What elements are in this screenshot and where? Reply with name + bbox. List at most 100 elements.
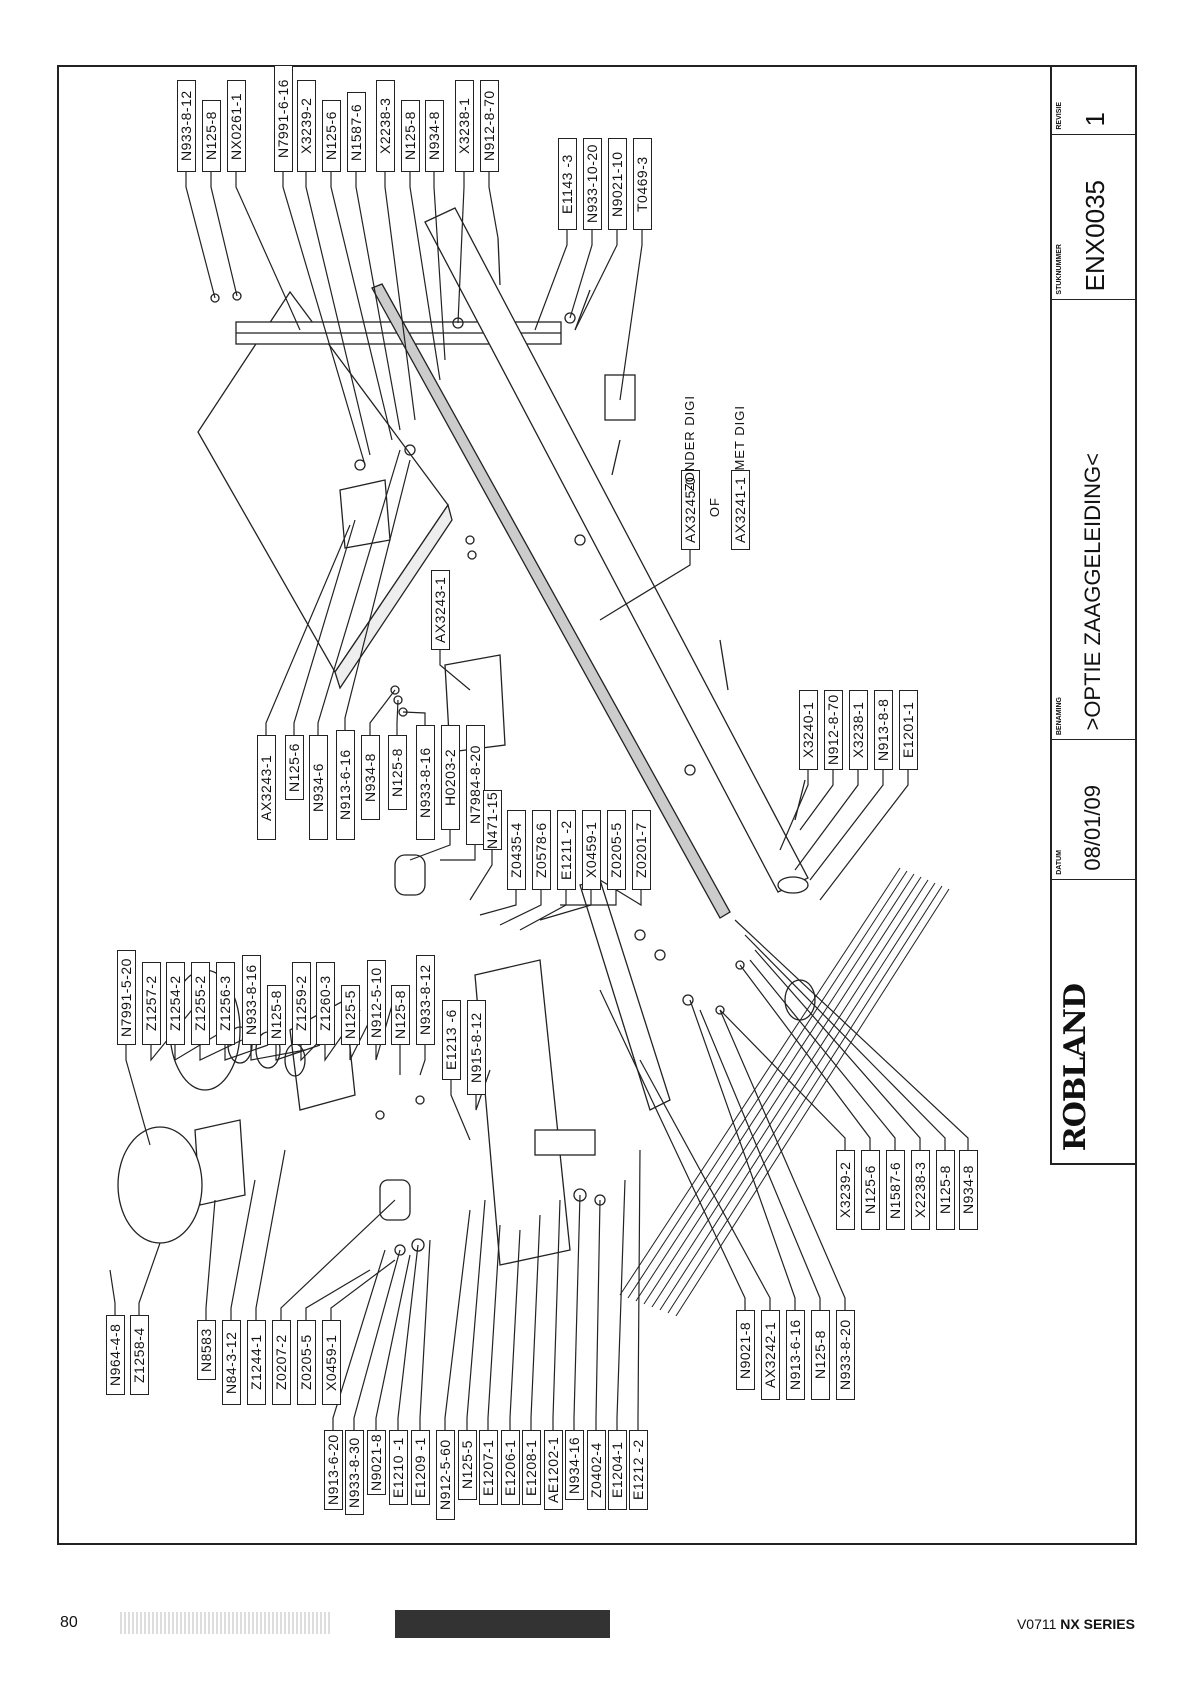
part-label: N125-8 <box>266 985 286 1045</box>
part-label: Z1260-3 <box>315 962 335 1045</box>
part-label: N934-16 <box>564 1430 584 1500</box>
page-number: 80 <box>60 1614 78 1631</box>
leader-line <box>509 1229 521 1430</box>
leader-line <box>275 1044 321 1061</box>
datum-value: 08/01/09 <box>1080 785 1105 871</box>
part-label: N915-8-12 <box>466 1000 486 1095</box>
part-label: N913-8-8 <box>873 690 893 770</box>
part-label: N7991-5-20 <box>116 950 136 1045</box>
leader-line <box>534 230 568 331</box>
part-label: H0203-2 <box>440 725 460 830</box>
leader-line <box>699 1009 821 1310</box>
part-label: X3239-2 <box>835 1150 855 1230</box>
part-label: Z0435-4 <box>506 810 526 890</box>
part-label: N934-8 <box>360 735 380 820</box>
part-label: N933-8-12 <box>176 80 196 172</box>
leader-line <box>637 1149 641 1430</box>
part-label: N912-5-60 <box>435 1430 455 1520</box>
leader-line <box>616 1179 626 1430</box>
leader-line <box>255 1149 286 1320</box>
part-label: Z0201-7 <box>631 810 651 890</box>
carriage-body <box>474 959 571 1266</box>
part-label: X3238-1 <box>454 80 474 172</box>
part-label: N934-8 <box>958 1150 978 1230</box>
leader-line <box>397 1244 419 1430</box>
leader-line <box>353 1249 401 1430</box>
leader-line <box>799 770 834 831</box>
leader-line <box>719 1009 846 1150</box>
leader-line <box>384 172 416 421</box>
part-label: N9021-10 <box>607 138 627 230</box>
part-label: E1211 -2 <box>556 810 576 890</box>
part-label: N912-5-10 <box>366 960 386 1045</box>
leader-line <box>569 230 593 319</box>
guide-tube <box>424 207 809 893</box>
option-note-met-digi: MET DIGI <box>732 405 747 471</box>
option-or: OF <box>707 497 722 518</box>
leader-line <box>265 524 351 735</box>
leader-line <box>734 919 969 1150</box>
leader-line <box>809 770 884 881</box>
leader-line <box>210 172 238 297</box>
leader-line <box>619 230 643 401</box>
leader-line <box>595 1199 601 1430</box>
part-label: N7991-6-16 <box>273 65 293 172</box>
leader-line <box>599 550 691 621</box>
part-label: X0459-1 <box>581 810 601 890</box>
leader-line <box>409 172 441 381</box>
part-label: N933-8-16 <box>241 955 261 1045</box>
part-label: N125-8 <box>400 100 420 172</box>
leader-line <box>488 172 499 239</box>
benaming-cell: BENAMING >OPTIE ZAAGGELEIDING< <box>1052 300 1137 740</box>
leader-line <box>794 770 859 871</box>
leader-line <box>560 890 617 906</box>
part-label: N933-8-30 <box>344 1430 364 1515</box>
leader-line <box>375 994 396 1061</box>
leader-line <box>440 845 476 861</box>
part-label: E1207-1 <box>478 1430 498 1505</box>
leader-line <box>457 172 465 324</box>
part-label: N125-8 <box>390 985 410 1045</box>
part-label: N125-8 <box>935 1150 955 1230</box>
part-label: AX3241-1 <box>730 470 750 550</box>
leader-line <box>439 650 471 691</box>
leader-line <box>469 850 493 901</box>
leader-line <box>199 1039 243 1061</box>
leader-line <box>305 1269 371 1320</box>
part-label: N933-8-16 <box>415 725 435 840</box>
leader-line <box>444 1209 471 1430</box>
part-label: X2238-3 <box>375 80 395 172</box>
leader-line <box>185 172 216 299</box>
part-label: N125-6 <box>284 735 304 800</box>
part-label: Z0402-4 <box>586 1430 606 1510</box>
version: V0711 <box>1016 1616 1057 1632</box>
series-label: V0711 NX SERIES <box>1017 1616 1135 1632</box>
stuknummer-value: ENX0035 <box>1080 179 1110 291</box>
leader-line <box>375 1254 411 1430</box>
part-label: N9021-8 <box>366 1430 386 1495</box>
part-label: Z1244-1 <box>246 1320 266 1405</box>
leader-line <box>355 172 401 431</box>
leader-line <box>819 770 909 901</box>
part-label: N84-3-12 <box>221 1320 241 1405</box>
part-label: N913-6-20 <box>323 1430 343 1510</box>
series-name: NX SERIES <box>1060 1616 1135 1632</box>
leader-line <box>573 1194 581 1430</box>
leader-line <box>330 172 393 441</box>
leader-line <box>332 1249 386 1430</box>
part-label: E1208-1 <box>521 1430 541 1505</box>
leader-line <box>280 1199 396 1320</box>
part-label: N912-8-70 <box>823 690 843 770</box>
leader-line <box>109 1269 116 1315</box>
part-label: N933-8-12 <box>415 955 435 1045</box>
leader-line <box>754 949 921 1150</box>
leader-line <box>125 1045 151 1146</box>
part-label: N125-6 <box>860 1150 880 1230</box>
part-label: E1143 -3 <box>557 138 577 230</box>
benaming-caption: BENAMING <box>1056 696 1063 735</box>
leader-line <box>433 172 446 361</box>
part-label: N934-8 <box>424 100 444 172</box>
leader-line <box>574 230 618 331</box>
leader-line <box>344 459 411 730</box>
part-label: X0459-1 <box>321 1320 341 1405</box>
